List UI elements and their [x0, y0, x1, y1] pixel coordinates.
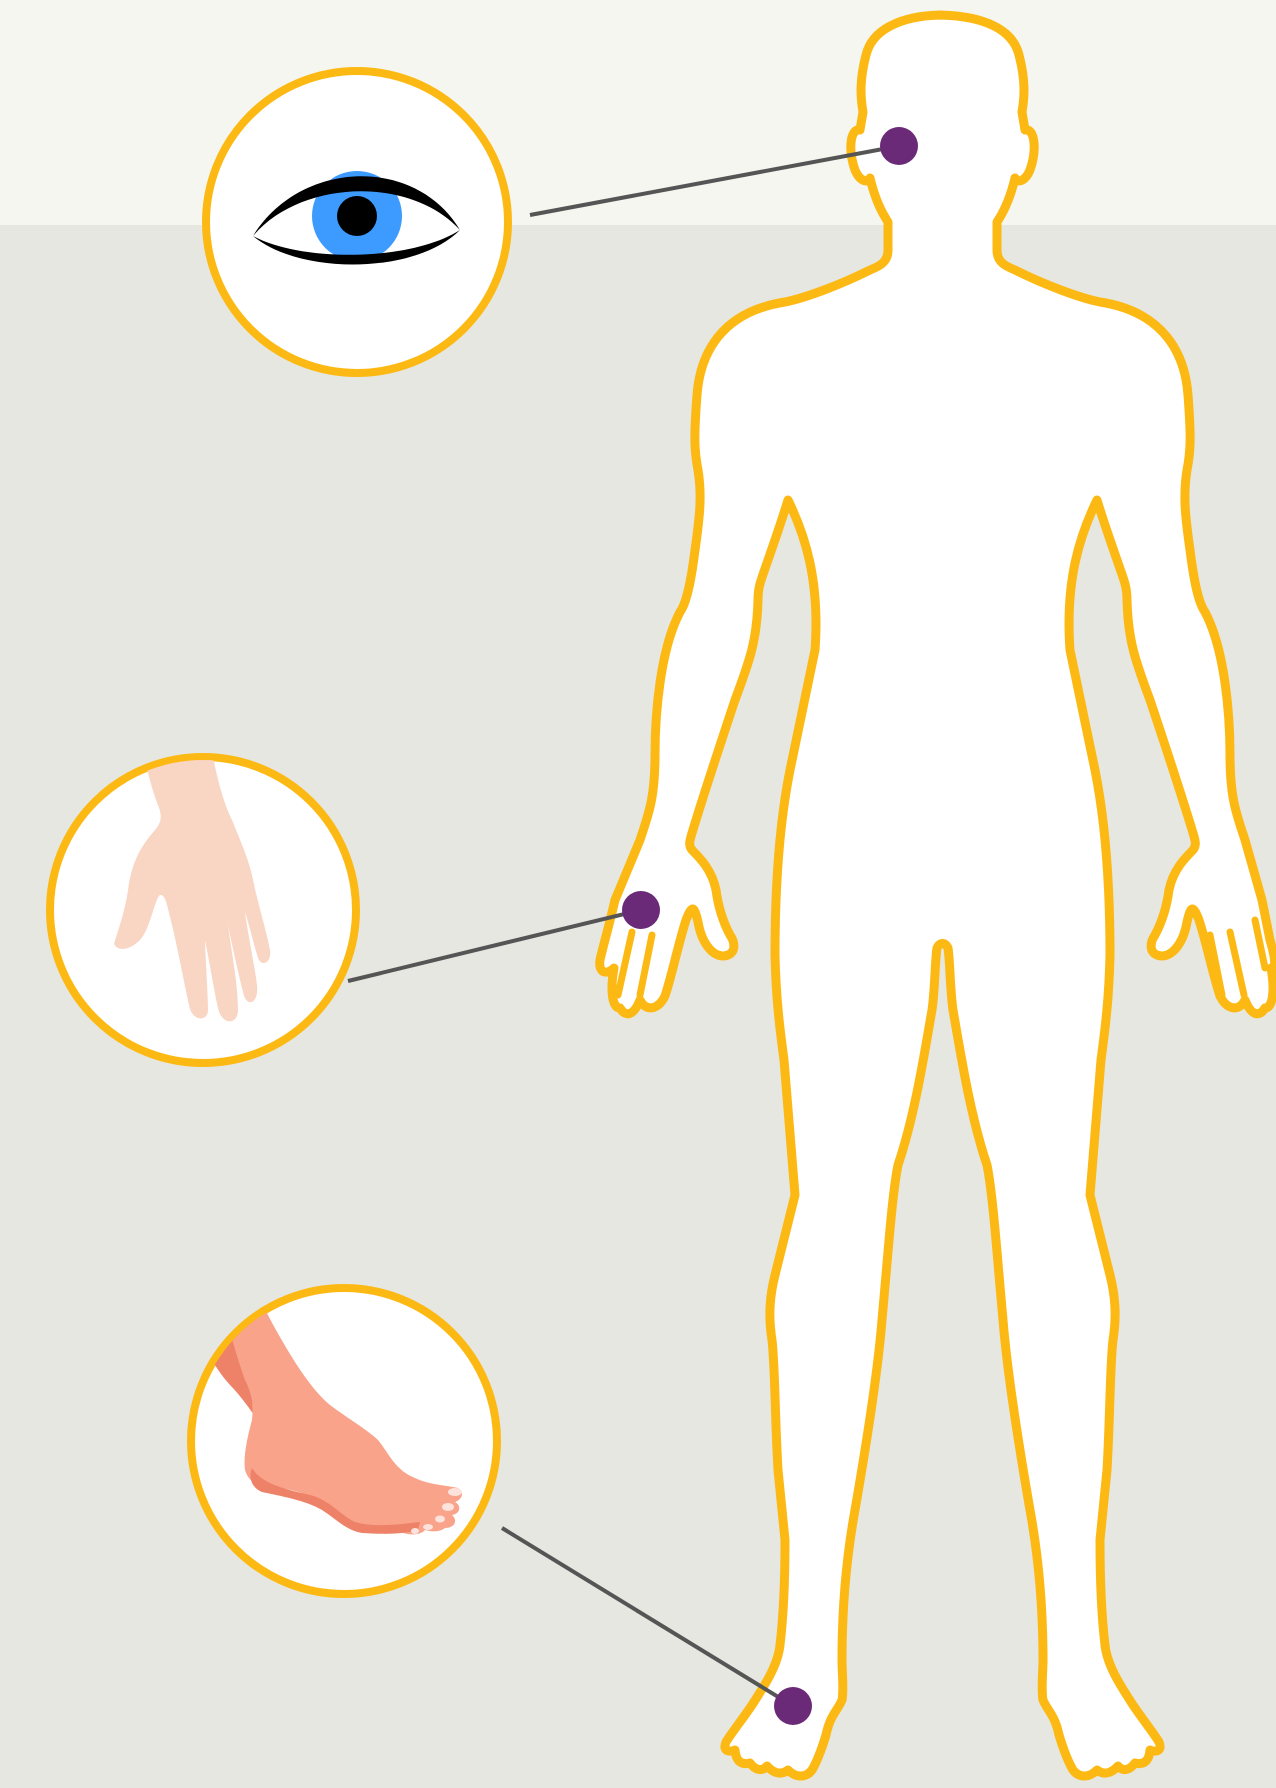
hand-marker: [622, 891, 660, 929]
background-top-band: [0, 0, 1276, 225]
eye-callout: [206, 71, 508, 373]
foot-marker: [774, 1687, 812, 1725]
foot-callout: [191, 1288, 497, 1594]
eye-marker: [880, 127, 918, 165]
